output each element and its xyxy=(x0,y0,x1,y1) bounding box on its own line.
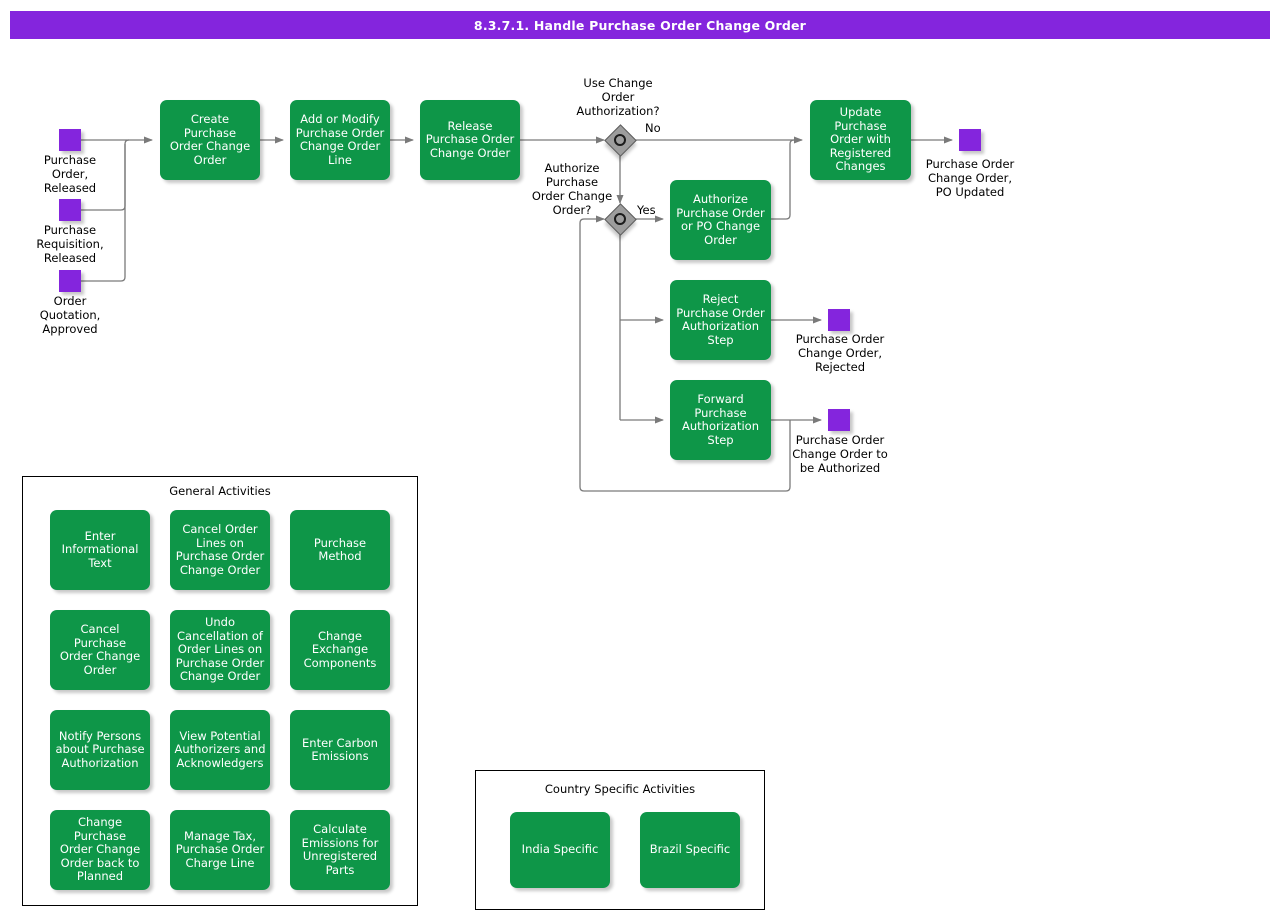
country-activity-brazil-specific[interactable]: Brazil Specific xyxy=(640,812,740,888)
start-event-label: Order Quotation, Approved xyxy=(39,294,101,336)
activity-label: Cancel Order Lines on Purchase Order Cha… xyxy=(175,522,265,577)
activity-label: Create Purchase Order Change Order xyxy=(169,112,251,167)
activity-forward-purchase-authorization-step[interactable]: Forward Purchase Authorization Step xyxy=(670,380,771,460)
end-event-label: Purchase Order Change Order to be Author… xyxy=(792,433,888,475)
general-activities-title: General Activities xyxy=(169,484,271,498)
general-activity-cancel-purchase-order-change-order[interactable]: Cancel Purchase Order Change Order xyxy=(50,610,150,690)
activity-create-purchase-order-change-order[interactable]: Create Purchase Order Change Order xyxy=(160,100,260,180)
general-activity-change-exchange-components[interactable]: Change Exchange Components xyxy=(290,610,390,690)
activity-label: Enter Informational Text xyxy=(61,528,139,570)
activity-label: Change Exchange Components xyxy=(303,628,377,670)
general-activity-view-potential-authorizers-and-acknowledgers[interactable]: View Potential Authorizers and Acknowled… xyxy=(170,710,270,790)
activity-label: Cancel Purchase Order Change Order xyxy=(59,622,141,677)
country-activity-india-specific[interactable]: India Specific xyxy=(510,812,610,888)
activity-label: Forward Purchase Authorization Step xyxy=(681,392,760,447)
start-event-purchase-requisition-released[interactable] xyxy=(59,199,81,221)
activity-label: Add or Modify Purchase Order Change Orde… xyxy=(295,112,385,167)
end-event-to-be-authorized[interactable] xyxy=(828,409,850,431)
gateway-ring-icon xyxy=(614,134,626,146)
activity-add-or-modify-purchase-order-change-order-line[interactable]: Add or Modify Purchase Order Change Orde… xyxy=(290,100,390,180)
activity-label: Calculate Emissions for Unregistered Par… xyxy=(301,822,379,877)
activity-label: Notify Persons about Purchase Authorizat… xyxy=(55,728,145,770)
activity-label: Manage Tax, Purchase Order Charge Line xyxy=(175,828,265,870)
general-activity-undo-cancellation-of-order-lines[interactable]: Undo Cancellation of Order Lines on Purc… xyxy=(170,610,270,690)
start-event-label: Purchase Requisition, Released xyxy=(36,223,104,265)
activity-label: Enter Carbon Emissions xyxy=(302,735,378,763)
activity-label: Change Purchase Order Change Order back … xyxy=(59,815,141,884)
page-title-bar: 8.3.7.1. Handle Purchase Order Change Or… xyxy=(10,11,1270,39)
activity-label: Reject Purchase Order Authorization Step xyxy=(676,292,765,347)
activity-label: View Potential Authorizers and Acknowled… xyxy=(174,728,266,770)
country-specific-activities-title: Country Specific Activities xyxy=(544,782,696,796)
general-activity-notify-persons-about-purchase-authorization[interactable]: Notify Persons about Purchase Authorizat… xyxy=(50,710,150,790)
activity-label: Purchase Method xyxy=(313,535,367,563)
activity-label: India Specific xyxy=(521,842,599,857)
general-activity-enter-carbon-emissions[interactable]: Enter Carbon Emissions xyxy=(290,710,390,790)
start-event-purchase-order-released[interactable] xyxy=(59,129,81,151)
general-activity-change-purchase-order-change-order-back-to-planned[interactable]: Change Purchase Order Change Order back … xyxy=(50,810,150,890)
activity-label: Release Purchase Order Change Order xyxy=(425,118,515,160)
activity-label: Brazil Specific xyxy=(649,842,731,857)
activity-authorize-purchase-order-or-po-change-order[interactable]: Authorize Purchase Order or PO Change Or… xyxy=(670,180,771,260)
edge-label-no: No xyxy=(645,121,661,135)
gateway-authorize-purchase-order-change-order[interactable] xyxy=(604,203,637,236)
general-activity-enter-informational-text[interactable]: Enter Informational Text xyxy=(50,510,150,590)
end-event-rejected[interactable] xyxy=(828,309,850,331)
end-event-label: Purchase Order Change Order, PO Updated xyxy=(925,157,1015,199)
start-event-label: Purchase Order, Released xyxy=(43,153,97,195)
activity-label: Authorize Purchase Order or PO Change Or… xyxy=(676,192,765,247)
activity-update-purchase-order-with-registered-changes[interactable]: Update Purchase Order with Registered Ch… xyxy=(810,100,911,180)
general-activity-calculate-emissions-for-unregistered-parts[interactable]: Calculate Emissions for Unregistered Par… xyxy=(290,810,390,890)
start-event-order-quotation-approved[interactable] xyxy=(59,270,81,292)
end-event-po-updated[interactable] xyxy=(959,129,981,151)
activity-reject-purchase-order-authorization-step[interactable]: Reject Purchase Order Authorization Step xyxy=(670,280,771,360)
general-activity-purchase-method[interactable]: Purchase Method xyxy=(290,510,390,590)
end-event-label: Purchase Order Change Order, Rejected xyxy=(795,332,885,374)
gateway-label-use-change-order-authorization: Use Change Order Authorization? xyxy=(576,76,660,118)
general-activity-cancel-order-lines-on-purchase-order-change-order[interactable]: Cancel Order Lines on Purchase Order Cha… xyxy=(170,510,270,590)
page-title: 8.3.7.1. Handle Purchase Order Change Or… xyxy=(473,17,807,33)
gateway-ring-icon xyxy=(614,213,626,225)
gateway-label-authorize-purchase-order-change-order: Authorize Purchase Order Change Order? xyxy=(531,161,613,217)
general-activity-manage-tax-purchase-order-charge-line[interactable]: Manage Tax, Purchase Order Charge Line xyxy=(170,810,270,890)
activity-label: Update Purchase Order with Registered Ch… xyxy=(829,105,892,174)
activity-release-purchase-order-change-order[interactable]: Release Purchase Order Change Order xyxy=(420,100,520,180)
edge-label-yes: Yes xyxy=(637,203,656,217)
activity-label: Undo Cancellation of Order Lines on Purc… xyxy=(175,615,265,684)
gateway-use-change-order-authorization[interactable] xyxy=(604,124,637,157)
